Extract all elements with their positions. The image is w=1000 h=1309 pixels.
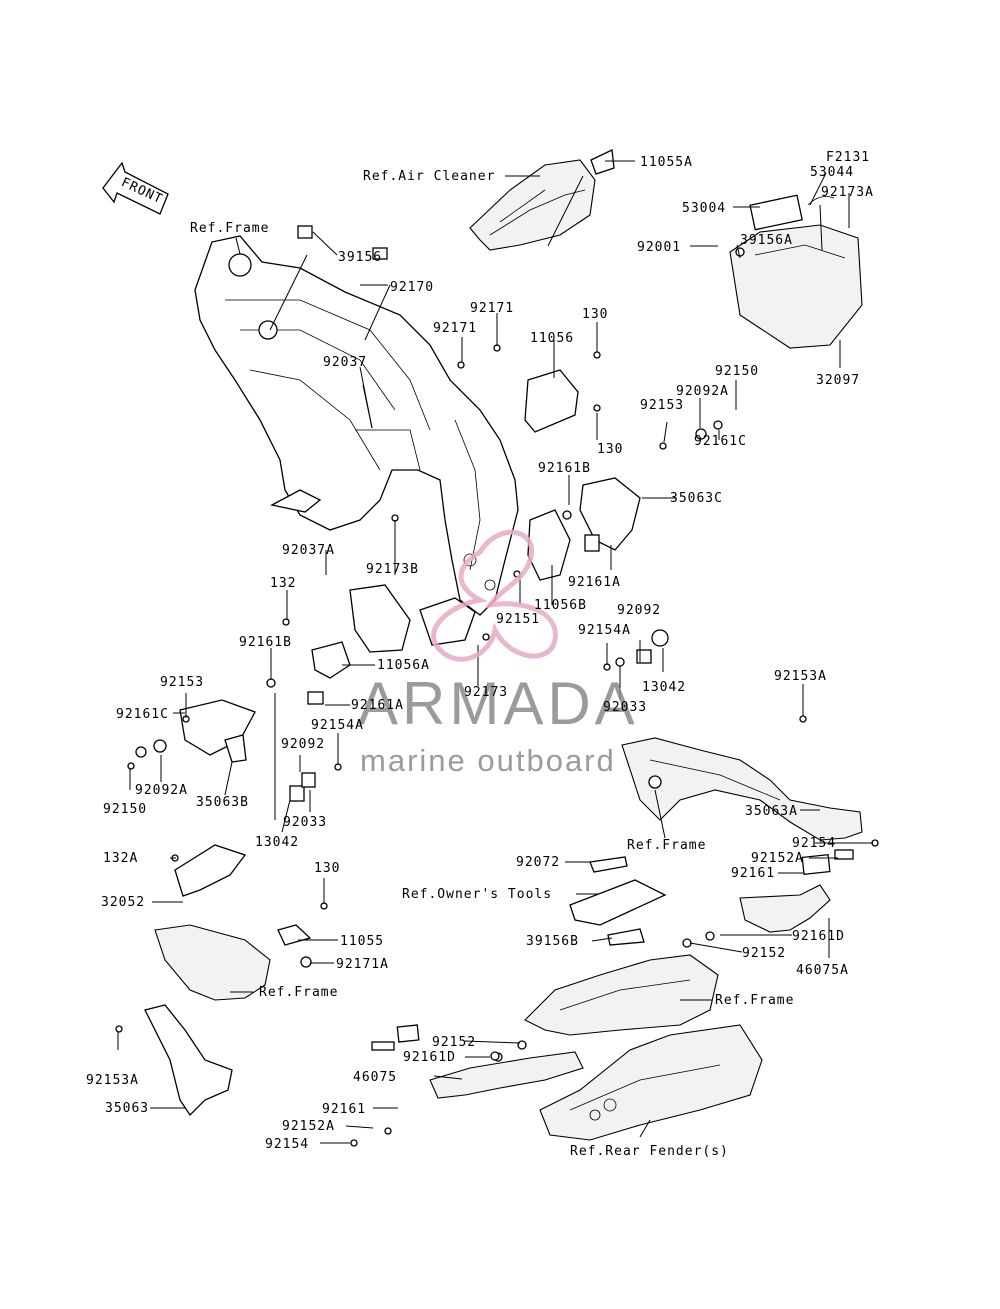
label-92033-left: 92033 xyxy=(283,815,327,830)
label-132: 132 xyxy=(270,576,296,591)
rear-footrest-right-drawing xyxy=(682,849,854,948)
label-92173B: 92173B xyxy=(366,562,419,577)
label-92161B-top: 92161B xyxy=(538,461,591,476)
battery-case-drawing xyxy=(729,194,863,349)
label-92150-left: 92150 xyxy=(103,802,147,817)
label-92152-right: 92152 xyxy=(742,946,786,961)
label-92153-top: 92153 xyxy=(640,398,684,413)
rear-footrest-left-drawing xyxy=(371,1024,584,1099)
label-92151: 92151 xyxy=(496,612,540,627)
propeller-logo-icon xyxy=(431,529,558,662)
label-130-mid: 130 xyxy=(597,442,623,457)
label-92152A-right: 92152A xyxy=(751,851,804,866)
label-92173: 92173 xyxy=(464,685,508,700)
label-92161-left: 92161 xyxy=(322,1102,366,1117)
label-46075: 46075 xyxy=(353,1070,397,1085)
label-92153A-right: 92153A xyxy=(774,669,827,684)
label-92037A: 92037A xyxy=(282,543,335,558)
label-92154A-left: 92154A xyxy=(311,718,364,733)
label-35063: 35063 xyxy=(105,1101,149,1116)
rear-fender-drawing xyxy=(539,1024,763,1141)
label-92033-right: 92033 xyxy=(603,700,647,715)
air-cleaner-drawing xyxy=(469,149,615,251)
label-92037: 92037 xyxy=(323,355,367,370)
label-11055A: 11055A xyxy=(640,155,693,170)
label-ref-air-cleaner: Ref.Air Cleaner xyxy=(363,169,495,184)
part-labels: F2131 11055A Ref.Air Cleaner 53044 92173… xyxy=(86,150,874,1159)
label-11056A: 11056A xyxy=(377,658,430,673)
label-92154-left: 92154 xyxy=(265,1137,309,1152)
leader-lines xyxy=(117,160,873,1144)
label-92001: 92001 xyxy=(637,240,681,255)
label-92092A-top: 92092A xyxy=(676,384,729,399)
label-92161A-right: 92161A xyxy=(568,575,621,590)
label-92092-right: 92092 xyxy=(617,603,661,618)
label-92154-right: 92154 xyxy=(792,836,836,851)
label-53044: 53044 xyxy=(810,165,854,180)
label-35063B: 35063B xyxy=(196,795,249,810)
label-92072: 92072 xyxy=(516,855,560,870)
watermark-title: ARMADA xyxy=(358,670,639,737)
center-bracket-drawing xyxy=(524,369,723,664)
tool-tray-drawing xyxy=(524,856,719,1036)
label-92153A-left: 92153A xyxy=(86,1073,139,1088)
label-39156A: 92170 xyxy=(390,280,434,295)
label-92171A: 92171A xyxy=(336,957,389,972)
label-39156: 39156 xyxy=(338,250,382,265)
label-92150-top: 92150 xyxy=(715,364,759,379)
label-92171-b: 92171 xyxy=(433,321,477,336)
label-35063C: 35063C xyxy=(670,491,723,506)
left-front-footrest-drawing xyxy=(144,844,312,1117)
label-11056B: 11056B xyxy=(534,598,587,613)
label-32097: 32097 xyxy=(816,373,860,388)
label-92161B-left: 92161B xyxy=(239,635,292,650)
label-92152A-left: 92152A xyxy=(282,1119,335,1134)
label-ref-rear-fender: Ref.Rear Fender(s) xyxy=(570,1144,729,1159)
label-132A: 132A xyxy=(103,851,138,866)
label-92173A-top: 92173A xyxy=(821,185,874,200)
label-11055: 11055 xyxy=(340,934,384,949)
label-92153-left: 92153 xyxy=(160,675,204,690)
label-32052: 32052 xyxy=(101,895,145,910)
label-ref-frame-rear: Ref.Frame xyxy=(715,993,794,1008)
label-ref-frame-mid: Ref.Frame xyxy=(627,838,706,853)
label-46075A: 46075A xyxy=(796,963,849,978)
label-92161D-left: 92161D xyxy=(403,1050,456,1065)
label-92092A-left: 92092A xyxy=(135,783,188,798)
label-92161C-top: 92161C xyxy=(694,434,747,449)
label-92161-right: 92161 xyxy=(731,866,775,881)
label-13042-right: 13042 xyxy=(642,680,686,695)
label-92170: 39156A xyxy=(740,233,793,248)
label-ref-frame-top: Ref.Frame xyxy=(190,221,269,236)
label-130-top: 130 xyxy=(582,307,608,322)
diagram-code: F2131 xyxy=(826,150,870,165)
label-92161D-right: 92161D xyxy=(792,929,845,944)
label-92152-left: 92152 xyxy=(432,1035,476,1050)
label-53004: 53004 xyxy=(682,201,726,216)
label-11056: 11056 xyxy=(530,331,574,346)
label-130-bottom: 130 xyxy=(314,861,340,876)
label-92154A-right: 92154A xyxy=(578,623,631,638)
label-92171-a: 92171 xyxy=(470,301,514,316)
left-bracket-drawing xyxy=(135,584,476,820)
label-92092-left: 92092 xyxy=(281,737,325,752)
watermark-subtitle: marine outboard xyxy=(360,743,616,778)
label-ref-frame-left: Ref.Frame xyxy=(259,985,338,1000)
label-ref-owners-tools: Ref.Owner's Tools xyxy=(402,887,552,902)
label-35063A: 35063A xyxy=(745,804,798,819)
right-footrest-drawing xyxy=(621,737,863,841)
label-92161C-left: 92161C xyxy=(116,707,169,722)
watermark-logo: ARMADA marine outboard xyxy=(358,529,639,778)
label-92161A-left: 92161A xyxy=(351,698,404,713)
label-39156B: 39156B xyxy=(526,934,579,949)
label-13042-left: 13042 xyxy=(255,835,299,850)
main-frame-drawing xyxy=(194,225,519,616)
front-arrow-icon: FRONT xyxy=(102,161,169,215)
